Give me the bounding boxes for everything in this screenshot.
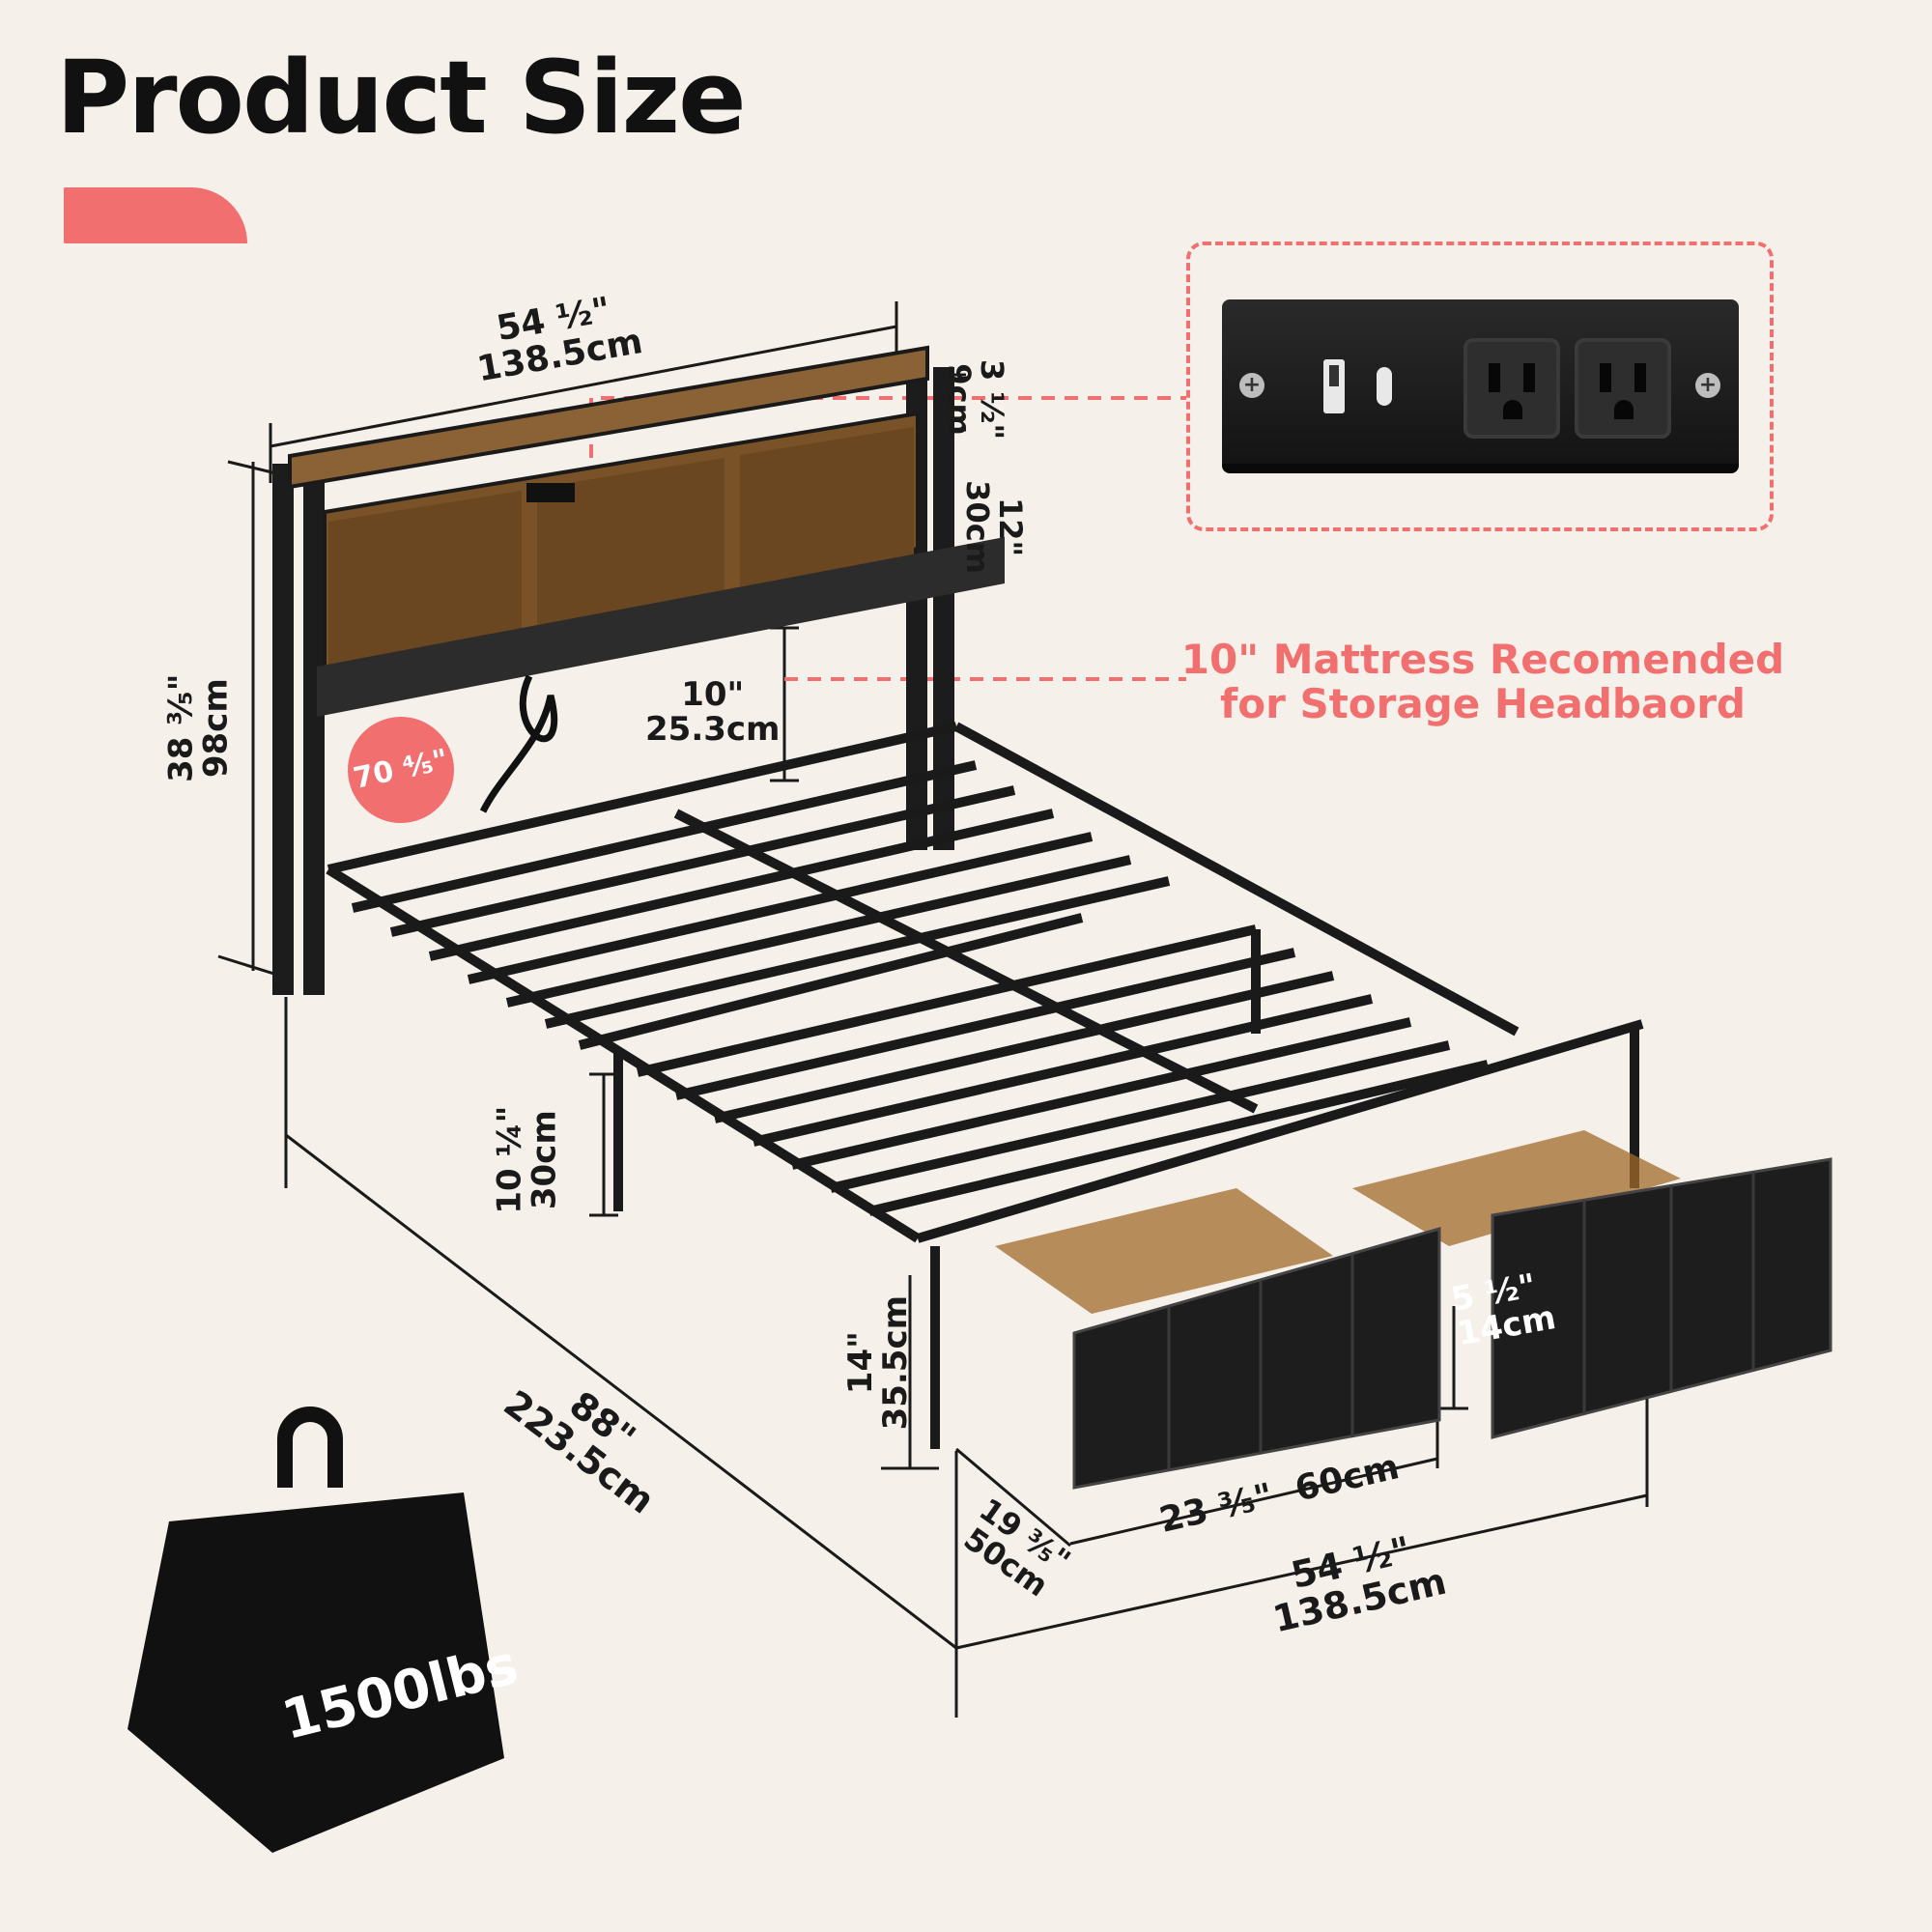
screw-icon: + [1695, 373, 1720, 398]
dim-shelf-top-metric: 9cm [941, 363, 979, 436]
mattress-note-line1: 10" Mattress Recomended [1180, 636, 1785, 683]
dim-overall-height: 38 ³⁄₅" 98cm [161, 673, 236, 782]
headboard [272, 345, 1005, 995]
dim-shelf-height-metric: 30cm [959, 480, 997, 575]
screw-icon: + [1239, 373, 1264, 398]
usb-a-port-icon [1323, 359, 1345, 413]
dim-shelf-height-imperial: 12" [992, 497, 1030, 557]
mattress-recommendation-note: 10" Mattress Recomended for Storage Head… [1174, 636, 1792, 728]
accent-bar [64, 187, 247, 243]
outlet-callout-frame [1186, 242, 1774, 531]
bed-frame [326, 722, 1644, 1449]
kettlebell-weight-icon [128, 1406, 504, 1853]
page-title: Product Size [56, 39, 747, 156]
dim-drawer-total-height-imperial: 14" [841, 1331, 881, 1395]
ac-socket-icon [1575, 338, 1671, 439]
power-outlet-panel-icon: + + [1222, 299, 1739, 473]
dim-under-bed-height-imperial: 10 ¼" [490, 1105, 529, 1214]
dim-mattress-gap: 10" 25.3cm [645, 675, 781, 749]
drawers [995, 1130, 1833, 1490]
dim-under-bed-height-metric: 30cm [525, 1110, 564, 1210]
dim-overall-height-imperial: 38 ³⁄₅" [161, 673, 201, 782]
dim-drawer-total-height: 14" 35.5cm [841, 1294, 915, 1431]
dim-shelf-top-imperial: 3 ½" [974, 358, 1011, 440]
dim-shelf-height: 12" 30cm [959, 480, 1030, 575]
dim-shelf-top: 3 ½" 9cm [941, 358, 1011, 440]
dim-drawer-total-height-metric: 35.5cm [875, 1294, 915, 1431]
dim-under-bed-height: 10 ¼" 30cm [490, 1105, 564, 1214]
dim-mattress-gap-imperial: 10" [681, 675, 745, 714]
mattress-note-line2: for Storage Headbaord [1220, 680, 1746, 728]
callout-lines [589, 396, 1186, 681]
dim-overall-height-metric: 98cm [196, 678, 236, 779]
dim-mattress-gap-metric: 25.3cm [645, 709, 781, 749]
ac-socket-icon [1463, 338, 1560, 439]
usb-c-port-icon [1377, 367, 1392, 406]
